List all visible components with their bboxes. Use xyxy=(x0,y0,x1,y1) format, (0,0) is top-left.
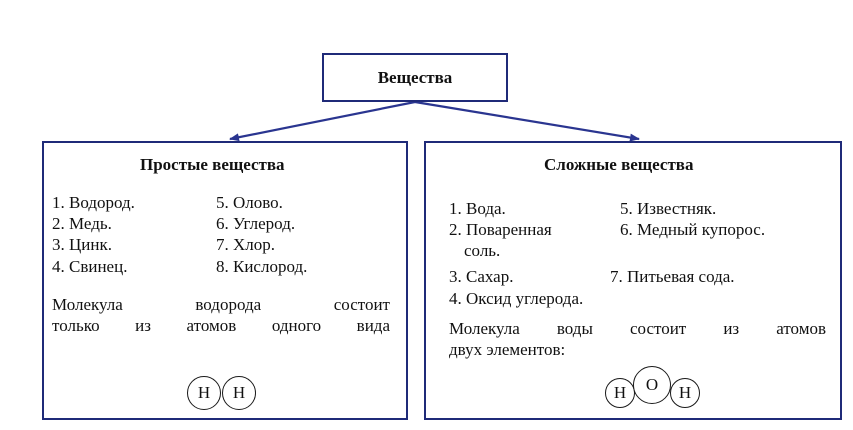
simple-description-line: Молекула водорода состоит xyxy=(52,295,390,314)
simple-item: 5. Олово. xyxy=(216,193,283,212)
complex-item: 7. Питьевая сода. xyxy=(610,267,735,286)
complex-substances-title: Сложные вещества xyxy=(544,155,694,174)
hydrogen-atom: H xyxy=(605,378,635,408)
complex-item: соль. xyxy=(464,241,501,260)
simple-item: 1. Водород. xyxy=(52,193,135,212)
complex-description-line: Молекула воды состоит из атомов xyxy=(449,319,826,338)
simple-item: 4. Свинец. xyxy=(52,257,128,276)
complex-item: 4. Оксид углерода. xyxy=(449,289,584,308)
simple-item: 7. Хлор. xyxy=(216,235,276,254)
complex-substances-box xyxy=(424,141,842,420)
arrow-to-simple xyxy=(229,100,416,142)
complex-description: Молекула воды состоит из атомов двух эле… xyxy=(449,318,826,360)
complex-item: 6. Медный купорос. xyxy=(620,220,766,239)
complex-item: 2. Поваренная xyxy=(449,220,552,239)
simple-substances-box xyxy=(42,141,408,420)
simple-description: Молекула водорода состоит только из атом… xyxy=(52,294,390,336)
hydrogen-atom: H xyxy=(222,376,256,410)
simple-item: 3. Цинк. xyxy=(52,235,112,254)
substances-box: Вещества xyxy=(322,53,508,102)
simple-description-line: только из атомов одного вида xyxy=(52,316,390,335)
complex-item: 5. Известняк. xyxy=(620,199,717,218)
hydrogen-atom: H xyxy=(670,378,700,408)
simple-substances-title: Простые вещества xyxy=(140,155,285,174)
complex-item: 3. Сахар. xyxy=(449,267,514,286)
simple-item: 2. Медь. xyxy=(52,214,112,233)
hydrogen-atom: H xyxy=(187,376,221,410)
simple-item: 6. Углерод. xyxy=(216,214,296,233)
simple-item: 8. Кислород. xyxy=(216,257,308,276)
substances-label: Вещества xyxy=(377,67,453,87)
oxygen-atom: O xyxy=(633,366,671,404)
complex-item: 1. Вода. xyxy=(449,199,506,218)
arrow-to-complex xyxy=(414,100,640,142)
complex-description-line: двух элементов: xyxy=(449,340,566,359)
